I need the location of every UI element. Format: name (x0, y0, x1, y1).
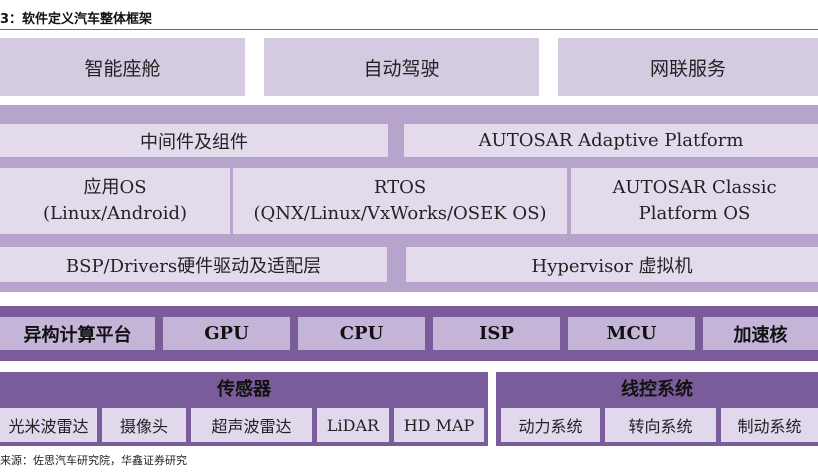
middleware-box: 中间件及组件 (0, 124, 388, 157)
sensor-item-radar: 光米波雷达 (0, 408, 97, 442)
source-note: 来源：佐思汽车研究院，华鑫证券研究 (0, 454, 187, 467)
sensor-item-hd-map: HD MAP (394, 408, 484, 442)
heterogeneous-platform-box: 异构计算平台 (0, 317, 155, 350)
autonomous-driving-box: 自动驾驶 (264, 38, 539, 96)
sensor-item-lidar: LiDAR (317, 408, 389, 442)
sensor-item-camera: 摄像头 (102, 408, 186, 442)
sensor-item-ultrasonic: 超声波雷达 (191, 408, 312, 442)
wire-control-title: 线控系统 (621, 379, 693, 400)
app-os-box: 应用OS (Linux/Android) (0, 168, 230, 234)
app-os-label: 应用OS (83, 177, 147, 198)
smart-cockpit-box: 智能座舱 (0, 38, 245, 96)
figure-title: 3：软件定义汽车整体框架 (0, 12, 153, 27)
connected-services-box: 网联服务 (558, 38, 818, 96)
wire-item-braking: 制动系统 (721, 408, 818, 442)
autosar-classic-box: AUTOSAR Classic Platform OS (571, 168, 818, 234)
autosar-adaptive-box: AUTOSAR Adaptive Platform (404, 124, 818, 157)
wire-item-steering: 转向系统 (605, 408, 716, 442)
gpu-box: GPU (163, 317, 290, 350)
sensors-title: 传感器 (217, 379, 271, 400)
accelerator-box: 加速核 (703, 317, 818, 350)
hypervisor-box: Hypervisor 虚拟机 (406, 247, 818, 282)
mcu-box: MCU (568, 317, 695, 350)
rtos-detail: (QNX/Linux/VxWorks/OSEK OS) (253, 203, 547, 224)
autosar-classic-detail: Platform OS (638, 203, 751, 224)
rtos-label: RTOS (373, 177, 427, 198)
rtos-box: RTOS (QNX/Linux/VxWorks/OSEK OS) (233, 168, 567, 234)
title-divider (0, 29, 818, 30)
bsp-drivers-box: BSP/Drivers硬件驱动及适配层 (0, 247, 387, 282)
isp-box: ISP (433, 317, 560, 350)
autosar-classic-label: AUTOSAR Classic (612, 177, 777, 198)
cpu-box: CPU (298, 317, 425, 350)
app-os-detail: (Linux/Android) (43, 203, 187, 224)
wire-item-powertrain: 动力系统 (501, 408, 600, 442)
